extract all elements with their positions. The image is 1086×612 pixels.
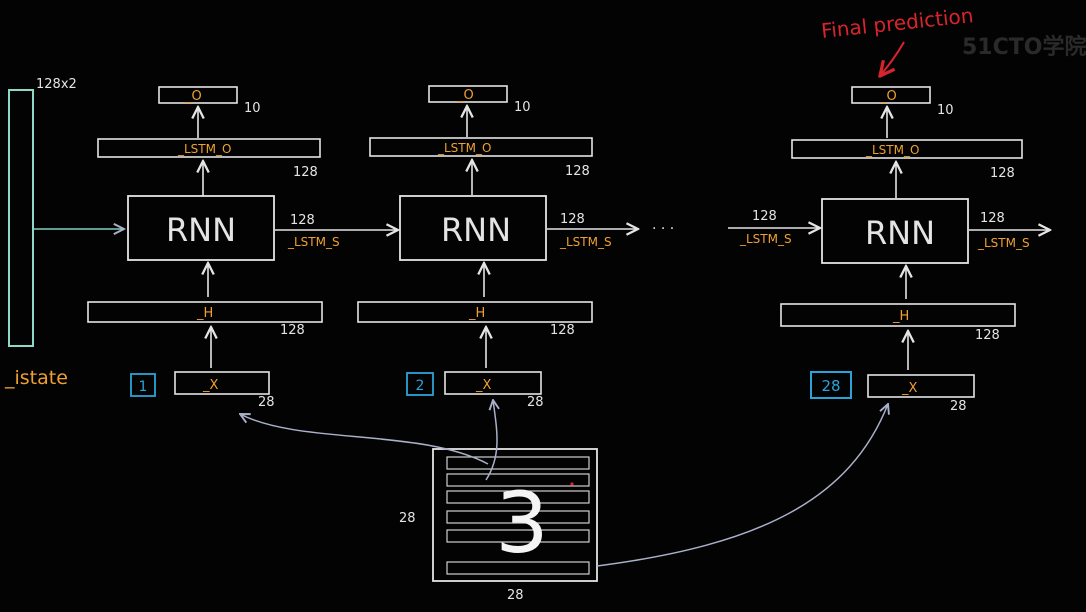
lstm-o-box — [791, 139, 1023, 159]
image-row-4 — [446, 510, 590, 524]
step-number: 1 — [139, 379, 148, 395]
final-prediction-arrow — [880, 41, 905, 76]
h-label: _H — [196, 306, 213, 321]
incoming-state-size: 128 — [752, 209, 777, 224]
h-size: 128 — [550, 323, 575, 338]
image-height-label: 28 — [399, 511, 416, 526]
x-label: _X — [901, 381, 918, 396]
h-box — [87, 301, 323, 323]
o-label: _O — [456, 88, 474, 103]
x-size: 28 — [258, 395, 275, 410]
o-size: 10 — [244, 101, 261, 116]
feed-arrow-last-row — [596, 404, 888, 567]
istate-size-label: 128x2 — [36, 77, 77, 92]
state-size: 128 — [560, 212, 585, 227]
input-image: 3 28 28 — [399, 448, 598, 603]
x-label: _X — [202, 378, 219, 393]
x-size: 28 — [527, 395, 544, 410]
step-badge — [406, 372, 434, 396]
image-row-2 — [446, 473, 590, 487]
lstm-o-box — [97, 138, 321, 158]
image-width-label: 28 — [507, 588, 524, 603]
h-size: 128 — [280, 323, 305, 338]
rnn-label: RNN — [865, 214, 935, 252]
image-row-last — [446, 561, 590, 575]
image-row-5 — [446, 529, 590, 543]
x-size: 28 — [950, 399, 967, 414]
lstm-o-size: 128 — [990, 166, 1015, 181]
rnn-cell — [127, 195, 275, 261]
feed-arrow-row1 — [240, 414, 489, 465]
timestep-column-1: _O 10 _LSTM_O 128 RNN _H 128 _X 28 1 128… — [87, 86, 398, 410]
step-badge — [130, 373, 156, 397]
lstm-o-size: 128 — [293, 165, 318, 180]
istate-bar — [8, 89, 34, 347]
state-label: _LSTM_S — [559, 235, 612, 249]
lstm-o-label: _LSTM_O — [437, 141, 491, 155]
final-prediction-label: Final prediction — [820, 3, 974, 43]
lstm-o-box — [369, 137, 593, 157]
o-label: _O — [879, 89, 897, 104]
timestep-column-28: _O 10 _LSTM_O 128 RNN _H 128 _X 28 28 12… — [780, 86, 1050, 414]
state-size: 128 — [290, 213, 315, 228]
timestep-column-2: _O 10 _LSTM_O 128 RNN _H 128 _X 28 2 128… — [357, 85, 638, 410]
lstm-o-label: _LSTM_O — [865, 143, 919, 157]
state-size: 128 — [980, 211, 1005, 226]
incoming-state: 128 _LSTM_S — [728, 209, 820, 246]
step-badge — [810, 371, 852, 399]
feed-arrow-row2 — [485, 400, 497, 481]
image-digit: 3 — [495, 474, 548, 572]
x-box — [444, 371, 542, 395]
image-row-3 — [446, 490, 590, 504]
h-label: _H — [468, 306, 485, 321]
state-label: _LSTM_S — [977, 236, 1030, 250]
h-box — [357, 301, 593, 323]
watermark: 51CTO学院 — [962, 34, 1086, 60]
o-box — [428, 85, 508, 103]
x-label: _X — [475, 378, 492, 393]
x-box — [867, 374, 975, 398]
lstm-o-label: _LSTM_O — [177, 142, 231, 156]
o-size: 10 — [514, 100, 531, 115]
rnn-cell — [821, 198, 969, 264]
rnn-label: RNN — [166, 211, 236, 249]
o-box — [158, 86, 238, 104]
o-box — [851, 86, 931, 104]
image-row-1 — [446, 456, 590, 470]
step-number: 2 — [416, 378, 425, 394]
o-label: _O — [184, 89, 202, 104]
rnn-cell — [399, 195, 547, 261]
image-frame — [432, 448, 598, 582]
state-label: _LSTM_S — [287, 235, 340, 249]
incoming-state-label: _LSTM_S — [739, 232, 792, 246]
istate-label: _istate — [4, 367, 68, 389]
image-dot — [570, 482, 574, 486]
h-size: 128 — [975, 328, 1000, 343]
o-size: 10 — [937, 103, 954, 118]
x-box — [174, 371, 270, 395]
rnn-label: RNN — [441, 211, 511, 249]
h-label: _H — [892, 309, 909, 324]
step-number: 28 — [821, 377, 840, 395]
ellipsis: · · · — [652, 221, 674, 237]
lstm-o-size: 128 — [565, 164, 590, 179]
h-box — [780, 303, 1016, 327]
